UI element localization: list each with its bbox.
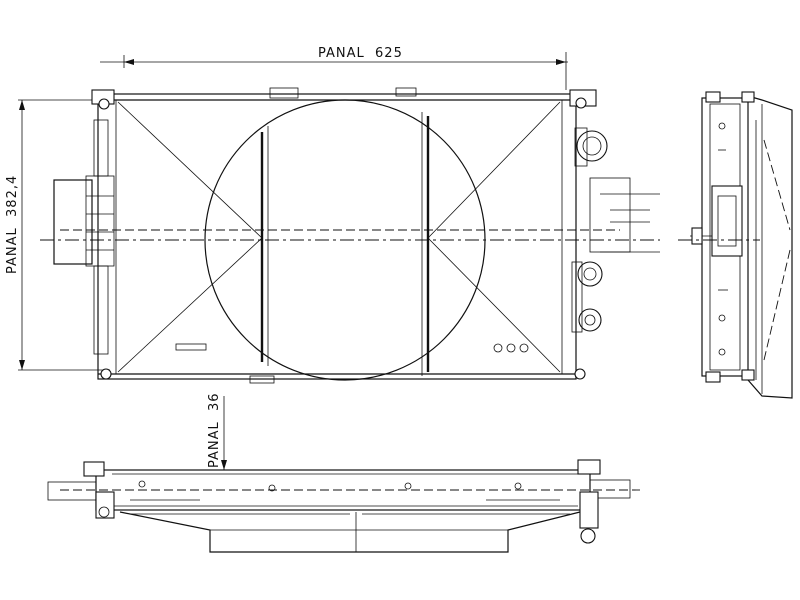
bottom-view <box>47 459 640 553</box>
front-view <box>40 87 660 384</box>
filler-cap <box>576 130 608 162</box>
depth-dimension-label: PANAL 36 <box>207 392 222 468</box>
height-dimension: PANAL 382,4 <box>5 99 112 371</box>
width-dimension: PANAL 625 <box>100 46 568 90</box>
side-view <box>678 91 793 399</box>
height-dimension-label: PANAL 382,4 <box>5 175 20 274</box>
depth-dimension: PANAL 36 <box>207 392 227 470</box>
width-dimension-label: PANAL 625 <box>318 46 403 61</box>
